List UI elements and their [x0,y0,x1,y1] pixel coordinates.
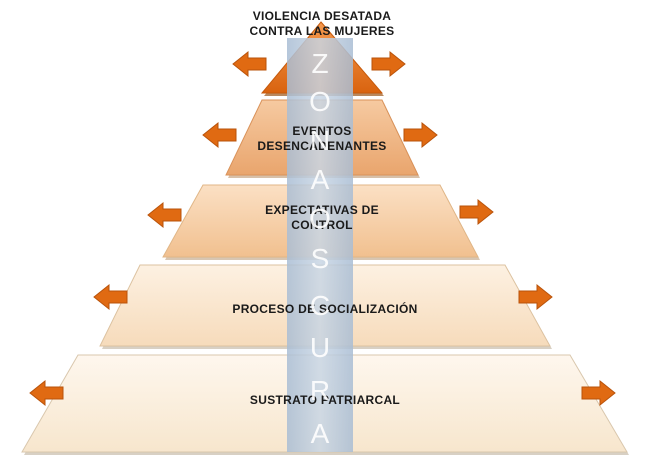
arrow-right-icon-5 [581,379,616,407]
center-band [287,38,353,452]
label-level-5-line-1: SUSTRATO PATRIARCAL [249,393,401,407]
label-level-1: VIOLENCIA DESATADA CONTRA LAS MUJERES [222,9,422,39]
zona-letter-4: A [310,164,330,195]
arrow-right-icon-1 [371,50,406,78]
arrow-left-icon-3 [147,201,182,229]
arrow-right-icon-3 [459,198,494,226]
label-level-1-line-2: CONTRA LAS MUJERES [249,24,395,38]
zona-letter-7: C [309,290,331,321]
zona-letter-2: O [309,86,331,117]
arrow-right-icon-2 [403,121,438,149]
zona-letter-9: R [309,375,331,406]
label-level-2: EVENTOS DESENCADENANTES [232,124,412,154]
arrow-right-icon-4 [518,283,553,311]
zona-letter-1: Z [311,48,329,79]
label-level-5: SUSTRATO PATRIARCAL [200,393,450,408]
zona-letter-8: U [309,332,331,363]
zona-letter-3: N [309,125,331,156]
arrow-left-icon-5 [29,379,64,407]
label-level-2-line-1: EVENTOS [292,124,352,138]
zona-letter-6: S [310,243,330,274]
zona-letter-10: A [310,418,330,449]
arrow-left-icon-4 [93,283,128,311]
arrow-left-icon-1 [232,50,267,78]
arrows-group [29,50,616,407]
label-level-3-line-1: EXPECTATIVAS DE [265,203,379,217]
label-level-2-line-2: DESENCADENANTES [257,139,387,153]
zona-letter-5: O [309,203,331,234]
label-level-4: PROCESO DE SOCIALIZACIÓN [190,302,460,317]
label-level-1-line-1: VIOLENCIA DESATADA [252,9,392,23]
arrow-left-icon-2 [202,121,237,149]
label-level-4-line-1: PROCESO DE SOCIALIZACIÓN [232,302,418,316]
label-level-3: EXPECTATIVAS DE CONTROL [222,203,422,233]
label-level-3-line-2: CONTROL [291,218,353,232]
